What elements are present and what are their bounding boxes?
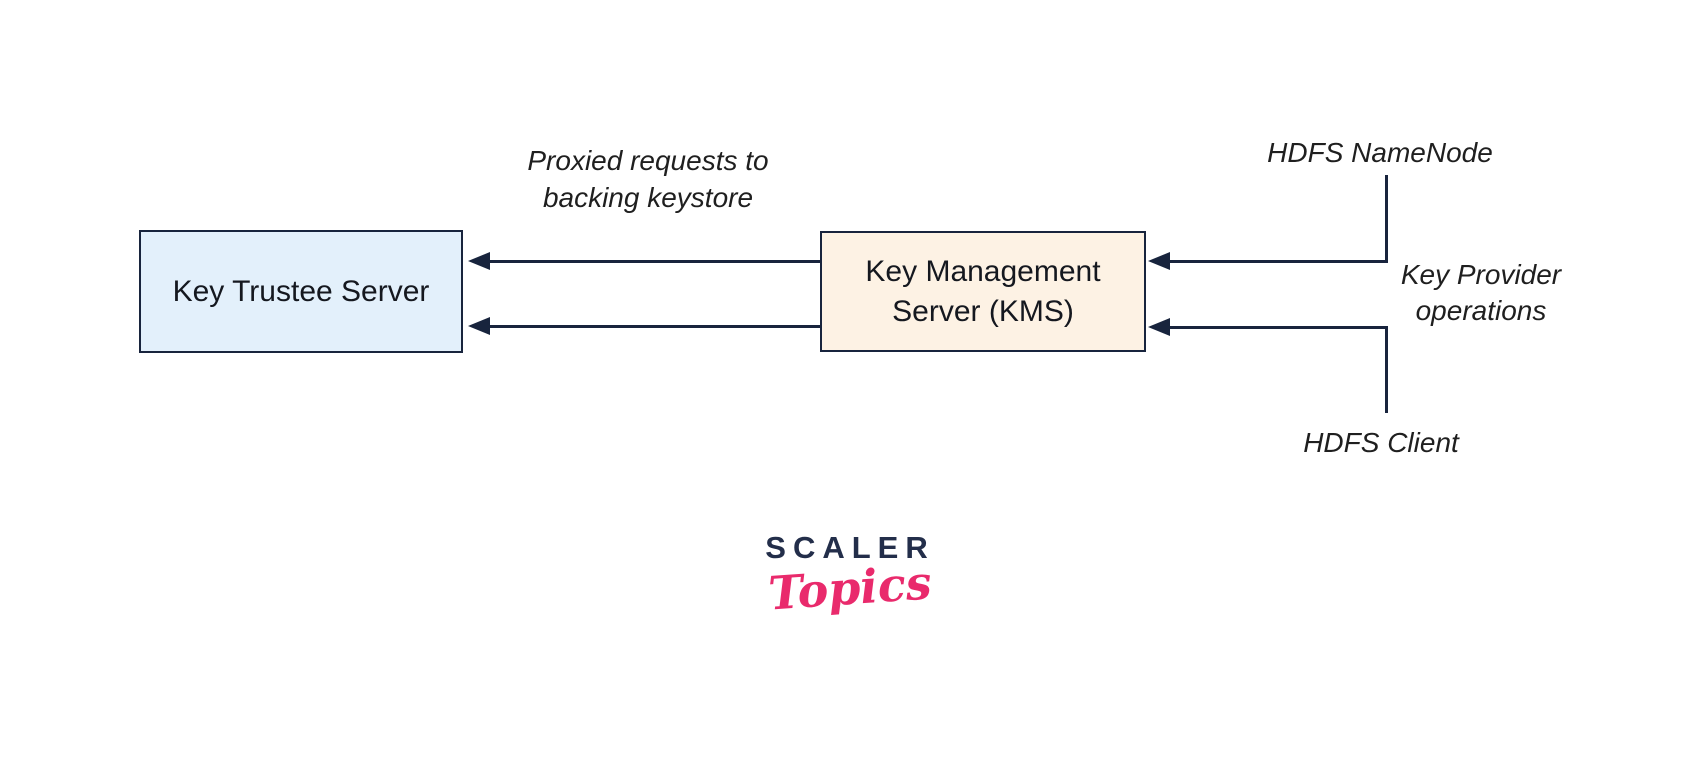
proxied-requests-line2: backing keystore: [542, 182, 754, 213]
arrow-namenode-to-kms-head-icon: [1148, 252, 1170, 270]
namenode-connector-vline: [1385, 175, 1388, 263]
key-trustee-server-node: Key Trustee Server: [139, 230, 463, 353]
proxied-requests-line1: Proxied requests to: [527, 145, 769, 176]
kms-label-line1: Key Management: [865, 254, 1101, 288]
key-provider-line1: Key Provider: [1400, 259, 1562, 290]
arrow-kms-to-trustee-bottom-head-icon: [468, 317, 490, 335]
arrow-client-to-kms-line: [1168, 326, 1388, 329]
arrow-client-to-kms-head-icon: [1148, 318, 1170, 336]
scaler-brand-text: SCALER: [765, 530, 935, 565]
kms-node: Key Management Server (KMS): [820, 231, 1146, 352]
arrow-namenode-to-kms-line: [1168, 260, 1388, 263]
proxied-requests-label: Proxied requests to backing keystore: [468, 142, 828, 216]
key-trustee-server-label: Key Trustee Server: [172, 274, 430, 308]
hdfs-client-label: HDFS Client: [1303, 427, 1459, 458]
arrow-kms-to-trustee-top-line: [488, 260, 822, 263]
client-connector-vline: [1385, 326, 1388, 413]
arrow-kms-to-trustee-bottom-line: [488, 325, 822, 328]
hdfs-namenode-label: HDFS NameNode: [1267, 137, 1493, 168]
scaler-topics-logo: SCALER Topics: [700, 530, 1000, 621]
arrow-kms-to-trustee-top-head-icon: [468, 252, 490, 270]
key-provider-operations-label: Key Provider operations: [1371, 257, 1591, 329]
kms-label-line2: Server (KMS): [892, 294, 1074, 328]
key-provider-line2: operations: [1415, 295, 1547, 326]
